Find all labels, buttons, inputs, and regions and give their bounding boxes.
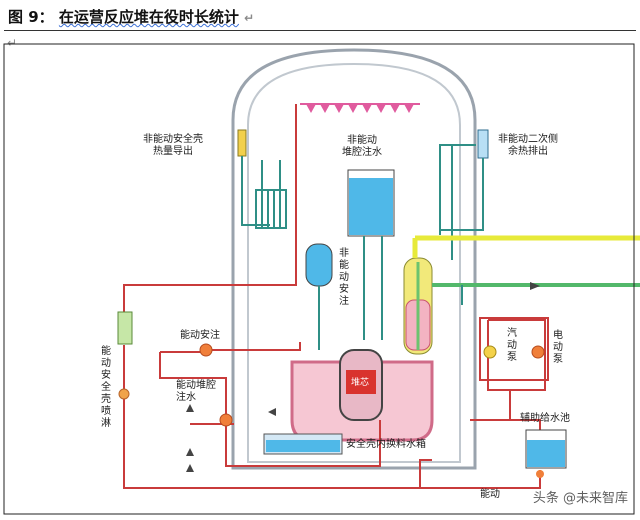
figure-title: 图 9： 在运营反应堆在役时长统计 ↵	[8, 6, 254, 27]
heat-removal-piping-left	[241, 156, 287, 229]
cavity-injection-pump	[219, 413, 233, 427]
irwst-water	[266, 440, 340, 452]
reactor-core	[346, 370, 376, 394]
label-irwst: 安全壳内换料水箱	[346, 439, 426, 450]
label-containment-heat-removal: 非能动安全壳 热量导出	[143, 134, 203, 158]
pilcrow-mark: ↵	[244, 11, 255, 25]
label-line-1: 非能动安全壳	[143, 134, 203, 145]
figure-title-text: 在运营反应堆在役时长统计	[58, 8, 239, 26]
label-line-2: 堆腔注水	[342, 147, 382, 158]
label-passive-core-injection: 非能动 堆腔注水	[342, 135, 382, 159]
flow-arrows	[186, 282, 540, 472]
header-rule	[4, 30, 636, 31]
label-line-2: 余热排出	[508, 146, 548, 157]
accumulator-tank	[305, 243, 333, 287]
heat-exchanger-left	[237, 129, 247, 157]
label-steam-pump: 汽动泵	[507, 328, 517, 363]
containment-inner-shell	[247, 62, 461, 463]
active-injection-pump	[199, 343, 213, 357]
spray-unit	[117, 311, 133, 345]
label-active-containment-spray: 能动安全壳喷淋	[101, 346, 111, 429]
label-line-1: 非能动二次侧	[498, 134, 558, 145]
watermark: 头条 @未来智库	[532, 491, 628, 506]
label-line-2: 热量导出	[153, 146, 193, 157]
label-line-2: 注水	[176, 392, 196, 403]
containment-outer-shell	[231, 48, 477, 470]
label-core: 堆芯	[351, 378, 370, 388]
figure-header: 图 9： 在运营反应堆在役时长统计 ↵	[0, 0, 640, 36]
electric-pump-icon	[531, 345, 545, 359]
aux-feed-valve	[536, 470, 544, 478]
label-aux-feed-pool: 辅助给水池	[520, 413, 570, 424]
aux-feed-piping	[420, 470, 541, 489]
label-active-safety-injection: 能动安注	[180, 330, 220, 341]
aux-feed-water	[527, 440, 565, 467]
label-passive-secondary-heat: 非能动二次侧 余热排出	[498, 134, 558, 158]
spray-pump	[118, 388, 130, 400]
figure-frame	[3, 43, 635, 515]
spray-nozzles	[306, 104, 414, 113]
label-electric-pump: 电动泵	[553, 330, 563, 365]
label-active-cavity-injection: 能动堆腔 注水	[176, 380, 216, 404]
secondary-heat-piping	[439, 144, 484, 260]
pump-frame	[479, 317, 549, 381]
heat-exchanger-right	[477, 129, 489, 159]
label-line-1: 能动堆腔	[176, 380, 216, 391]
pilcrow-mark-2: ↵	[7, 36, 18, 50]
label-line-1: 非能动	[347, 135, 377, 146]
core-injection-water	[349, 178, 393, 235]
label-active-bottom: 能动	[480, 489, 500, 500]
figure-number: 图 9：	[8, 8, 54, 26]
steam-pump-icon	[483, 345, 497, 359]
label-passive-safety-injection: 非能动安注	[339, 248, 349, 307]
core-injection-piping	[363, 236, 383, 340]
